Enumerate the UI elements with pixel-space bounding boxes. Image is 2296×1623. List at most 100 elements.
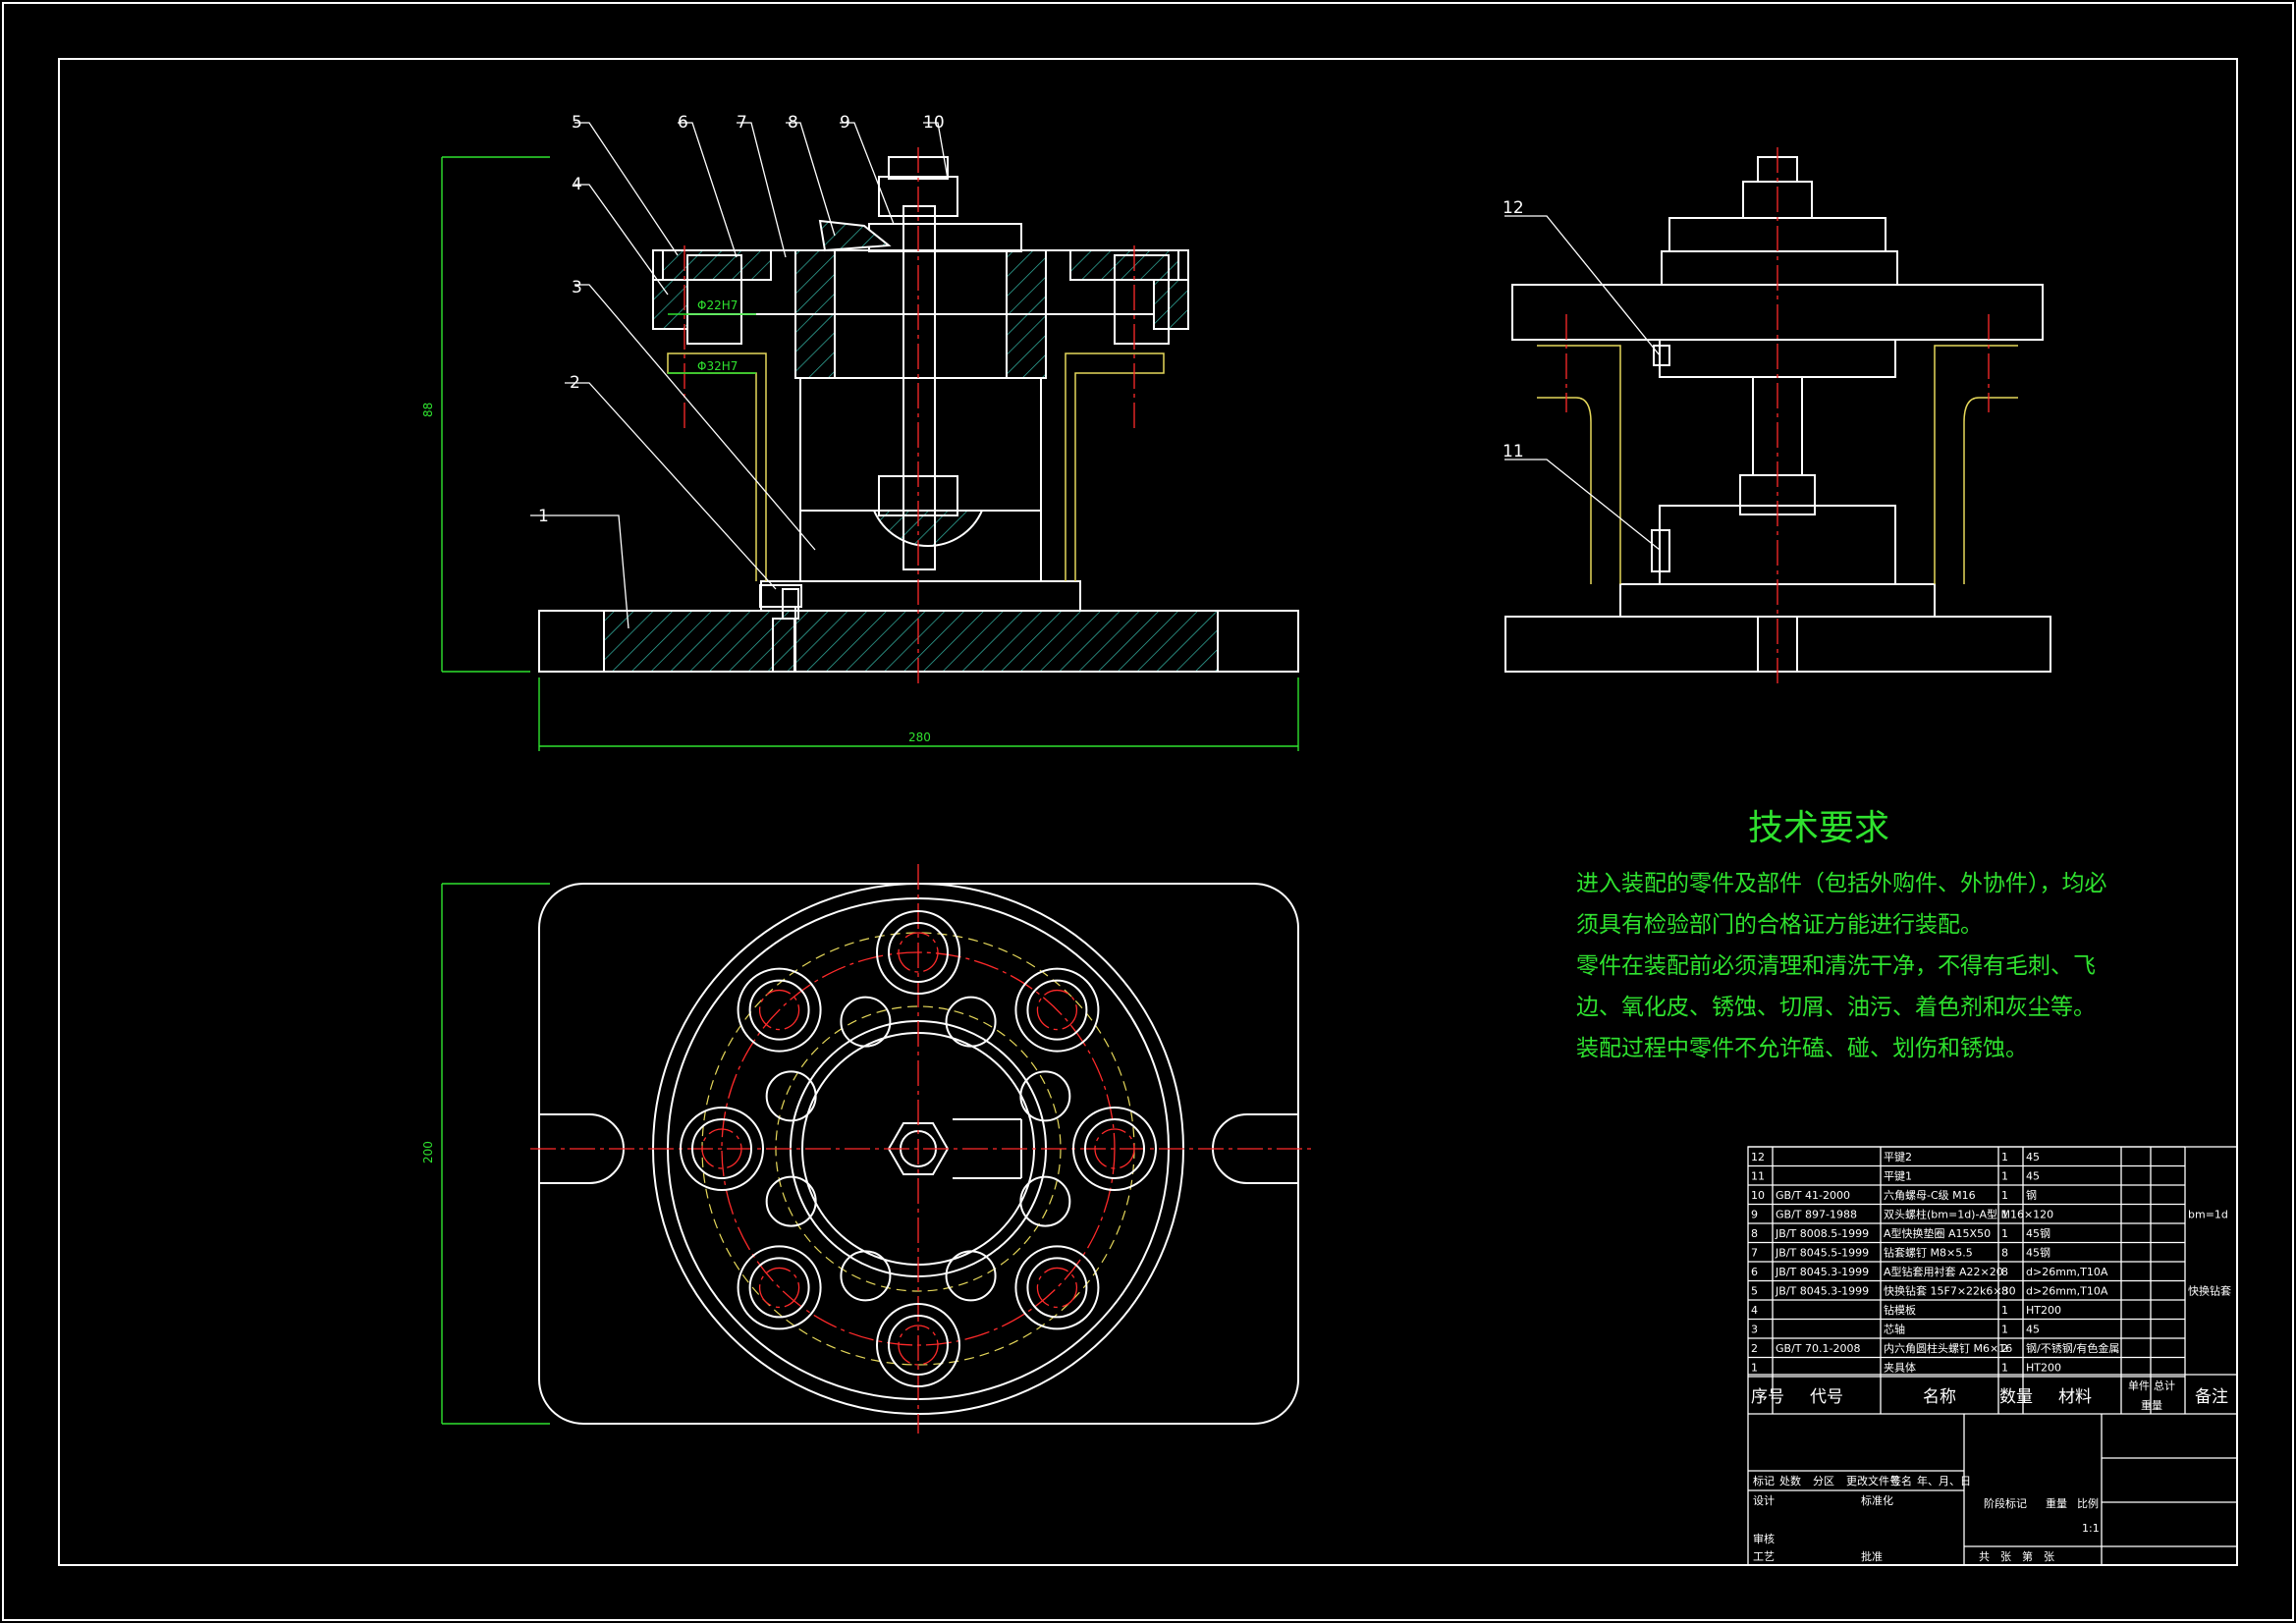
bom-cell-no: 5 [1751,1285,1758,1298]
bom-cell-qty: 1 [2001,1227,2008,1240]
screw-head [1019,1070,1071,1122]
screw-head [1019,1175,1071,1227]
bushing-outer [876,910,960,995]
bushing-outer [737,1245,822,1330]
bom-cell-no: 11 [1751,1170,1765,1183]
bom-cell-name: 芯轴 [1884,1323,1905,1336]
bushing-center [758,989,800,1031]
tb-process: 工艺 [1753,1550,1775,1563]
bushing-mid [1084,1118,1145,1179]
bom-cell-mat: 45 [2026,1170,2040,1183]
screw-head [840,996,892,1048]
bom-cell-name: A型钻套用衬套 A22×20 [1884,1265,2003,1278]
bom-cell-qty: 8 [2001,1266,2008,1278]
bom-cell-note: bm=1d [2188,1209,2228,1221]
bom-cell-qty: 1 [2001,1189,2008,1202]
bom-cell-code: GB/T 41-2000 [1776,1189,1850,1202]
bom-cell-no: 3 [1751,1324,1758,1336]
title-block: 标记 处数 分区 更改文件号 签名 年、月、日 设计 标准化 阶段标记 重量 比… [1753,1474,2100,1563]
bushing-mid [1026,1257,1088,1319]
balloon-8: 8 [788,113,798,133]
tech-title: 技术要求 [1748,808,1889,848]
balloon-12: 12 [1503,198,1524,218]
balloon-10: 10 [923,113,945,133]
screw-head [840,1250,892,1302]
bom-h-total: 总计 [2154,1379,2175,1392]
bom-cell-code: JB/T 8008.5-1999 [1775,1227,1869,1240]
bom-cell-name: 钻套螺钉 M8×5.5 [1884,1246,1973,1260]
screw-head [945,996,997,1048]
dim-depth: 200 [421,1141,435,1163]
bushing-mid [888,1315,949,1376]
bom-h-qty: 数量 [1999,1387,2033,1407]
bom-cell-code: JB/T 8045.3-1999 [1775,1266,1869,1278]
tb-docno: 更改文件号 [1846,1474,1900,1488]
tech-line-4: 边、氧化皮、锈蚀、切屑、油污、着色剂和灰尘等。 [1576,995,2096,1020]
bom-cell-note: 快换钻套 [2188,1284,2231,1298]
dim-height: 88 [421,403,435,417]
tb-count: 处数 [1779,1475,1801,1488]
bom-cell-name: 内六角圆柱头螺钉 M6×16 [1884,1341,2012,1355]
bom-cell-no: 12 [1751,1151,1765,1163]
tb-zone: 分区 [1813,1475,1834,1488]
screw-head [945,1250,997,1302]
bom-cell-mat: HT200 [2026,1362,2061,1375]
bushing-center [701,1128,742,1169]
bom-cell-name: 平键1 [1884,1169,1912,1183]
bom-cell-mat: d>26mm,T10A [2026,1285,2108,1298]
bom-cell-no: 7 [1751,1247,1758,1260]
tech-line-2: 须具有检验部门的合格证方能进行装配。 [1576,912,1983,938]
bom-h-note: 备注 [2195,1387,2228,1407]
bom-cell-name: 平键2 [1884,1150,1912,1163]
tech-line-3: 零件在装配前必须清理和清洗干净，不得有毛刺、飞 [1576,953,2096,979]
balloon-5: 5 [572,113,582,133]
bom-cell-qty: 8 [2001,1247,2008,1260]
balloon-9: 9 [840,113,850,133]
bom-h-weight: 重量 [2141,1398,2162,1412]
bom-cell-qty: 1 [2001,1170,2008,1183]
bom-cell-mat: d>26mm,T10A [2026,1266,2108,1278]
bom-cell-mat: HT200 [2026,1304,2061,1317]
bom-cell-name: 快换钻套 15F7×22k6×30 [1884,1284,2016,1298]
bom-cell-qty: 1 [2001,1209,2008,1221]
tb-weight: 重量 [2046,1496,2067,1510]
bom-h-name: 名称 [1923,1387,1956,1407]
technical-requirements: 技术要求 进入装配的零件及部件（包括外购件、外协件），均必 须具有检验部门的合格… [1576,808,2107,1061]
tb-design: 设计 [1753,1494,1775,1507]
bom-cell-name: 钻模板 [1884,1303,1916,1317]
bom-cell-mat: 钢/不锈钢/有色金属 [2026,1341,2119,1355]
bom-cell-no: 10 [1751,1189,1765,1202]
bushing-mid [888,922,949,983]
tb-std: 标准化 [1861,1493,1893,1507]
balloon-4: 4 [572,175,582,194]
bom-cell-name: 双头螺柱(bm=1d)-A型 M16×120 [1884,1208,2053,1221]
bushing-outer [680,1107,764,1191]
bushing-outer [737,967,822,1053]
tb-date: 年、月、日 [1917,1474,1971,1488]
bom-cell-name: A型快换垫圈 A15X50 [1884,1226,1991,1240]
bom-cell-no: 8 [1751,1227,1758,1240]
tb-sign: 签名 [1890,1474,1912,1488]
bom-cell-code: JB/T 8045.5-1999 [1775,1247,1869,1260]
balloon-7: 7 [737,113,747,133]
bom-cell-name: 夹具体 [1884,1361,1916,1375]
bushing-center [1036,989,1078,1031]
bom-cell-qty: 1 [2001,1324,2008,1336]
balloon-2: 2 [570,373,580,393]
tb-approve: 批准 [1861,1549,1883,1563]
bom-cell-mat: 45钢 [2026,1227,2050,1240]
bom-cell-no: 4 [1751,1304,1758,1317]
bom-h-code: 代号 [1810,1387,1843,1407]
bom-cell-qty: 1 [2001,1362,2008,1375]
bom-cell-no: 6 [1751,1266,1758,1278]
bom-h-single: 单件 [2128,1380,2150,1392]
bushing-mid [748,1257,810,1319]
dim-dia1: Φ22H7 [697,298,738,312]
tb-scale-val: 1:1 [2082,1522,2100,1535]
bom-cell-mat: 45 [2026,1324,2040,1336]
bushing-center [898,1325,939,1366]
balloon-6: 6 [678,113,688,133]
bushing-mid [748,979,810,1041]
